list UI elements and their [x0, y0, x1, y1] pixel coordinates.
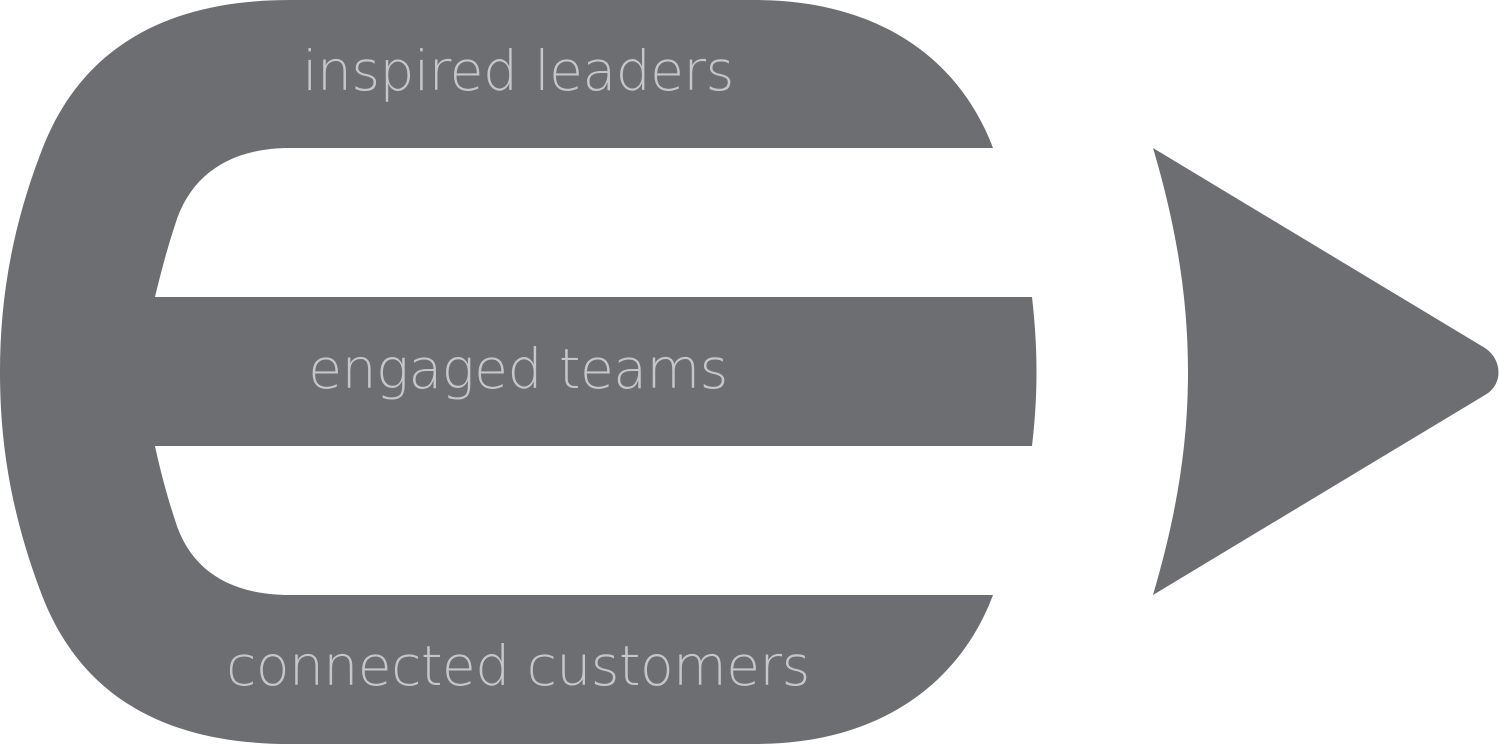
e-shape — [0, 0, 1037, 744]
label-inspired-leaders: inspired leaders — [302, 39, 733, 103]
arrow-head — [1153, 148, 1499, 595]
label-connected-customers: connected customers — [226, 634, 810, 698]
label-engaged-teams: engaged teams — [308, 337, 727, 401]
